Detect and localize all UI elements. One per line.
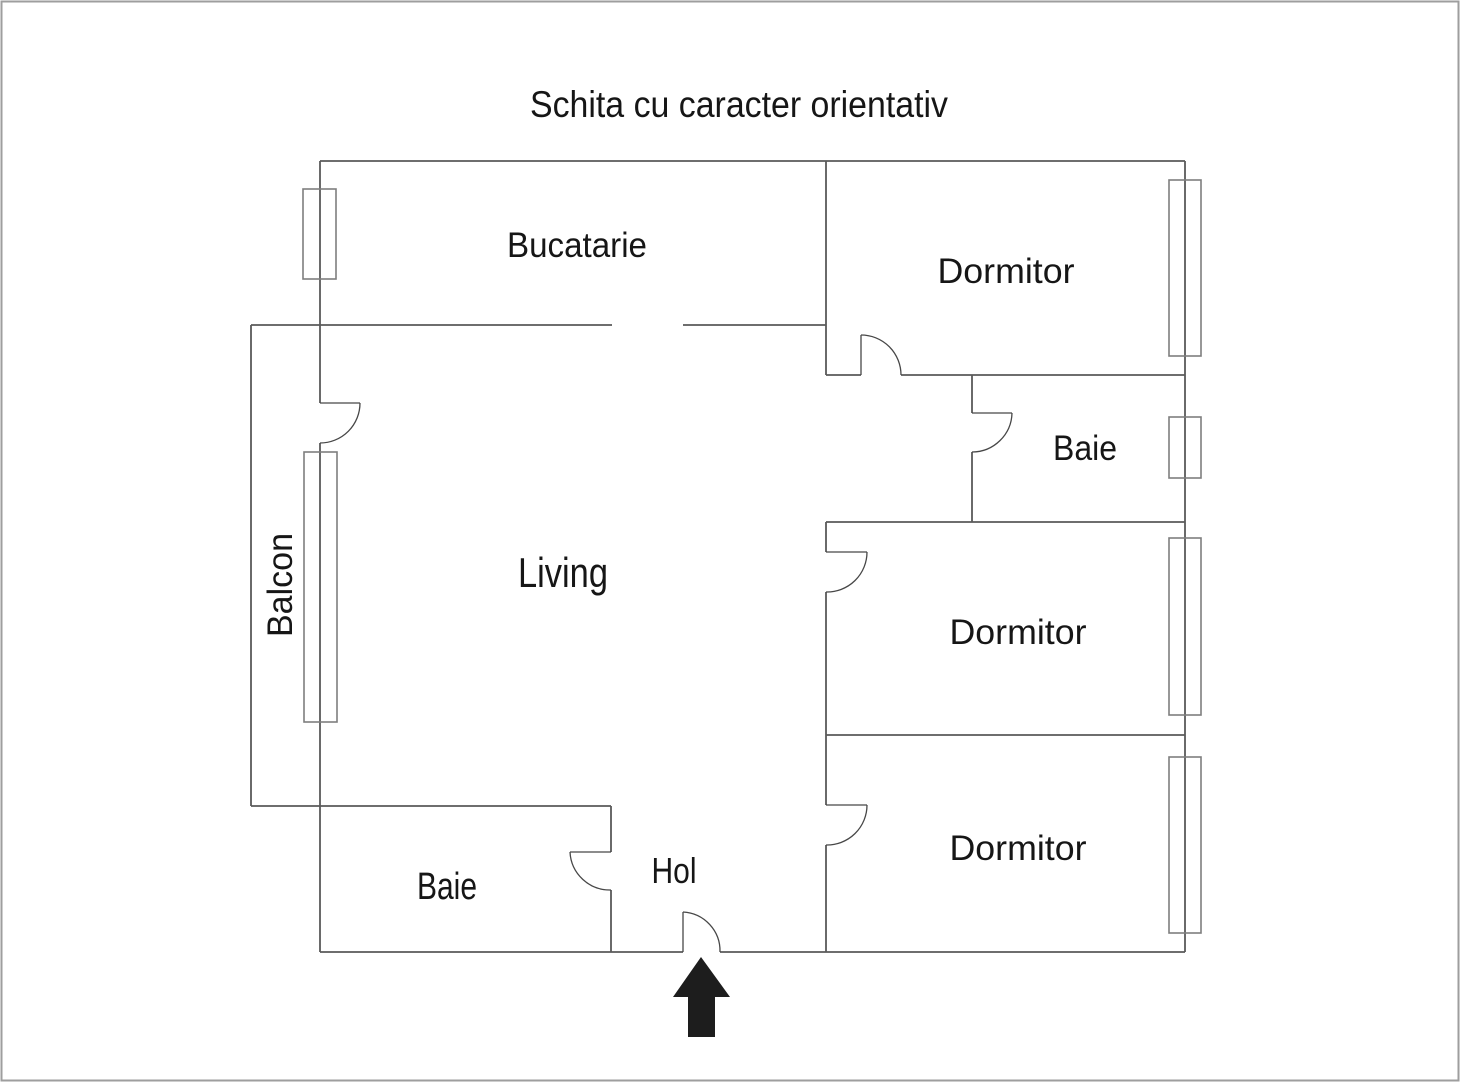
entrance-arrow-icon [673, 957, 730, 1037]
door-arc-dormitor-bottom [825, 804, 868, 846]
window-dormitor-middle [1168, 537, 1202, 716]
room-label-balcon: Balcon [261, 533, 300, 637]
window-baie-right [1168, 416, 1202, 479]
plan-title: Schita cu caracter orientativ [530, 84, 948, 125]
room-label-hol: Hol [652, 850, 697, 891]
door-arc-entrance [682, 911, 721, 953]
window-dormitor-bottom [1168, 756, 1202, 934]
door-arc-dormitor-middle [825, 551, 868, 593]
door-arc-baie-left [569, 851, 612, 891]
window-living-balcon [303, 451, 338, 723]
room-label-living: Living [518, 549, 608, 596]
room-label-dormitor-bottom: Dormitor [950, 829, 1087, 868]
room-label-baie-left: Baie [417, 866, 477, 908]
room-label-dormitor-top: Dormitor [938, 252, 1075, 291]
labels-layer: BucatarieDormitorBaieLivingDormitorDormi… [261, 226, 1117, 908]
walls-layer [250, 160, 1186, 953]
windows-layer [302, 179, 1202, 934]
door-arc-baie-right [971, 412, 1013, 453]
room-label-baie-right: Baie [1053, 429, 1117, 468]
doors-layer [319, 334, 1013, 953]
window-dormitor-top [1168, 179, 1202, 357]
window-bucatarie [302, 188, 337, 280]
door-arc-dormitor-top [860, 334, 902, 376]
door-arc-living [319, 402, 361, 444]
room-label-bucatarie: Bucatarie [507, 226, 647, 265]
room-label-dormitor-middle: Dormitor [950, 613, 1087, 652]
